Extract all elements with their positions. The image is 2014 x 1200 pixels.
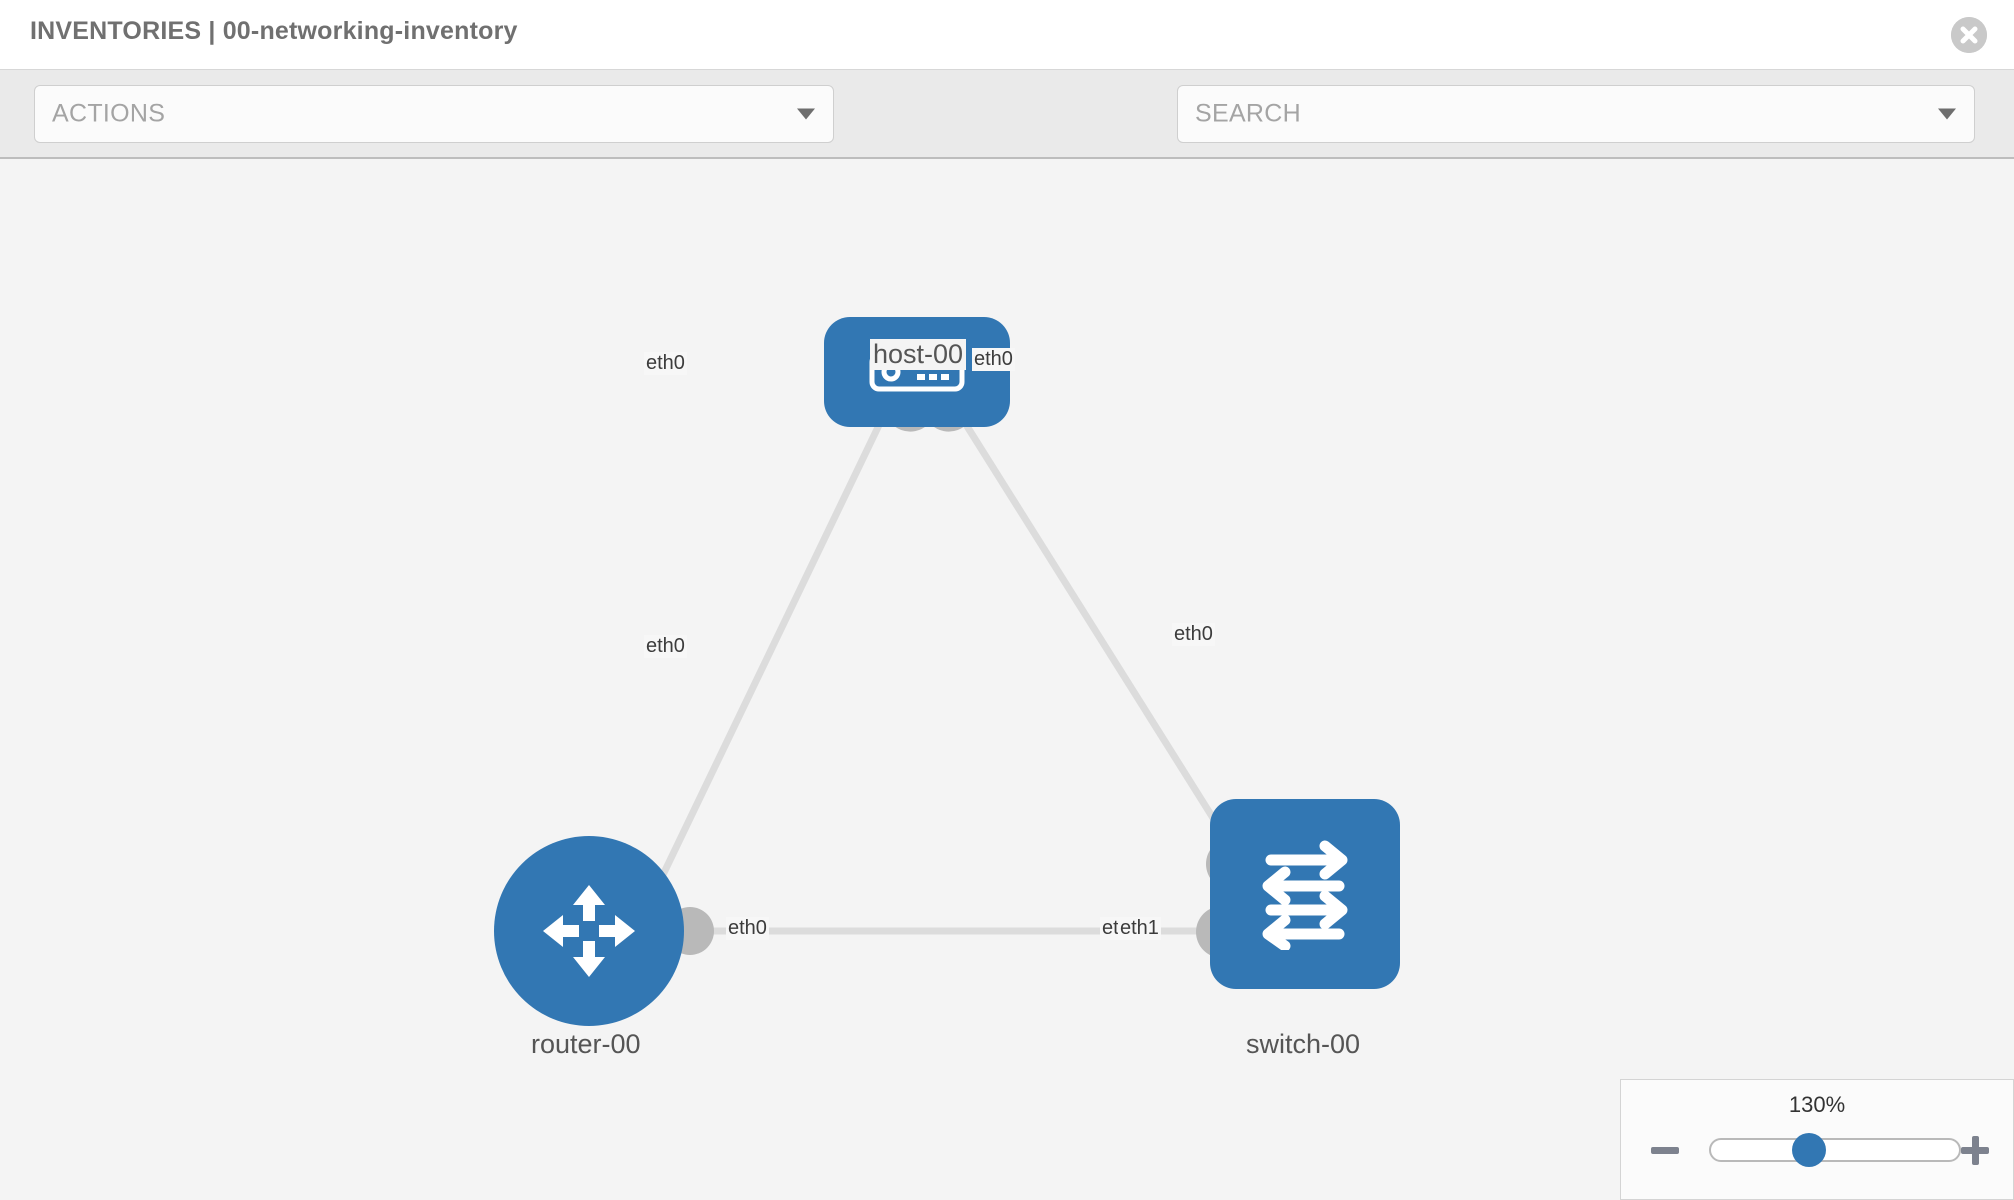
actions-dropdown[interactable]: ACTIONS <box>34 85 834 143</box>
search-input[interactable]: SEARCH <box>1177 85 1975 143</box>
page-header: INVENTORIES | 00-networking-inventory <box>0 0 2014 70</box>
chevron-down-icon <box>1938 108 1956 120</box>
node-switch-00[interactable] <box>1210 799 1400 989</box>
topology-canvas[interactable]: host-00 router-00 <box>0 161 2014 1200</box>
link-host-router <box>656 421 884 883</box>
host-icon[interactable] <box>824 317 1010 427</box>
topology-links <box>656 421 1243 935</box>
port-label-router-up: eth0 <box>644 635 687 658</box>
node-host-00[interactable] <box>824 317 1010 427</box>
router-icon[interactable] <box>494 836 684 1026</box>
chevron-down-icon <box>797 108 815 120</box>
zoom-slider-thumb[interactable] <box>1792 1133 1826 1167</box>
node-label-switch-00: switch-00 <box>1243 1029 1364 1060</box>
zoom-level-label: 130% <box>1788 1092 1846 1117</box>
port-label-host-left: eth0 <box>644 352 687 375</box>
zoom-control: 130% <box>1620 1079 2014 1200</box>
link-host-switch <box>962 421 1243 863</box>
node-router-00[interactable] <box>494 836 684 1026</box>
close-icon[interactable] <box>1951 17 1987 53</box>
node-label-router-00: router-00 <box>528 1029 644 1060</box>
port-label-switch-up: eth0 <box>1172 623 1215 646</box>
search-input-placeholder: SEARCH <box>1195 99 1301 128</box>
port-label-switch-left: eth1 <box>1118 917 1161 940</box>
page-title: INVENTORIES | 00-networking-inventory <box>30 17 518 45</box>
actions-dropdown-label: ACTIONS <box>52 99 166 128</box>
zoom-out-button[interactable] <box>1649 1130 1683 1170</box>
zoom-slider-track[interactable] <box>1709 1138 1961 1162</box>
node-label-host-00: host-00 <box>870 339 967 370</box>
zoom-in-button[interactable] <box>1959 1130 1993 1170</box>
port-label-host-right: eth0 <box>972 348 1015 371</box>
switch-icon[interactable] <box>1210 799 1400 989</box>
toolbar: ACTIONS SEARCH <box>0 70 2014 202</box>
port-label-router-right: eth0 <box>726 917 769 940</box>
